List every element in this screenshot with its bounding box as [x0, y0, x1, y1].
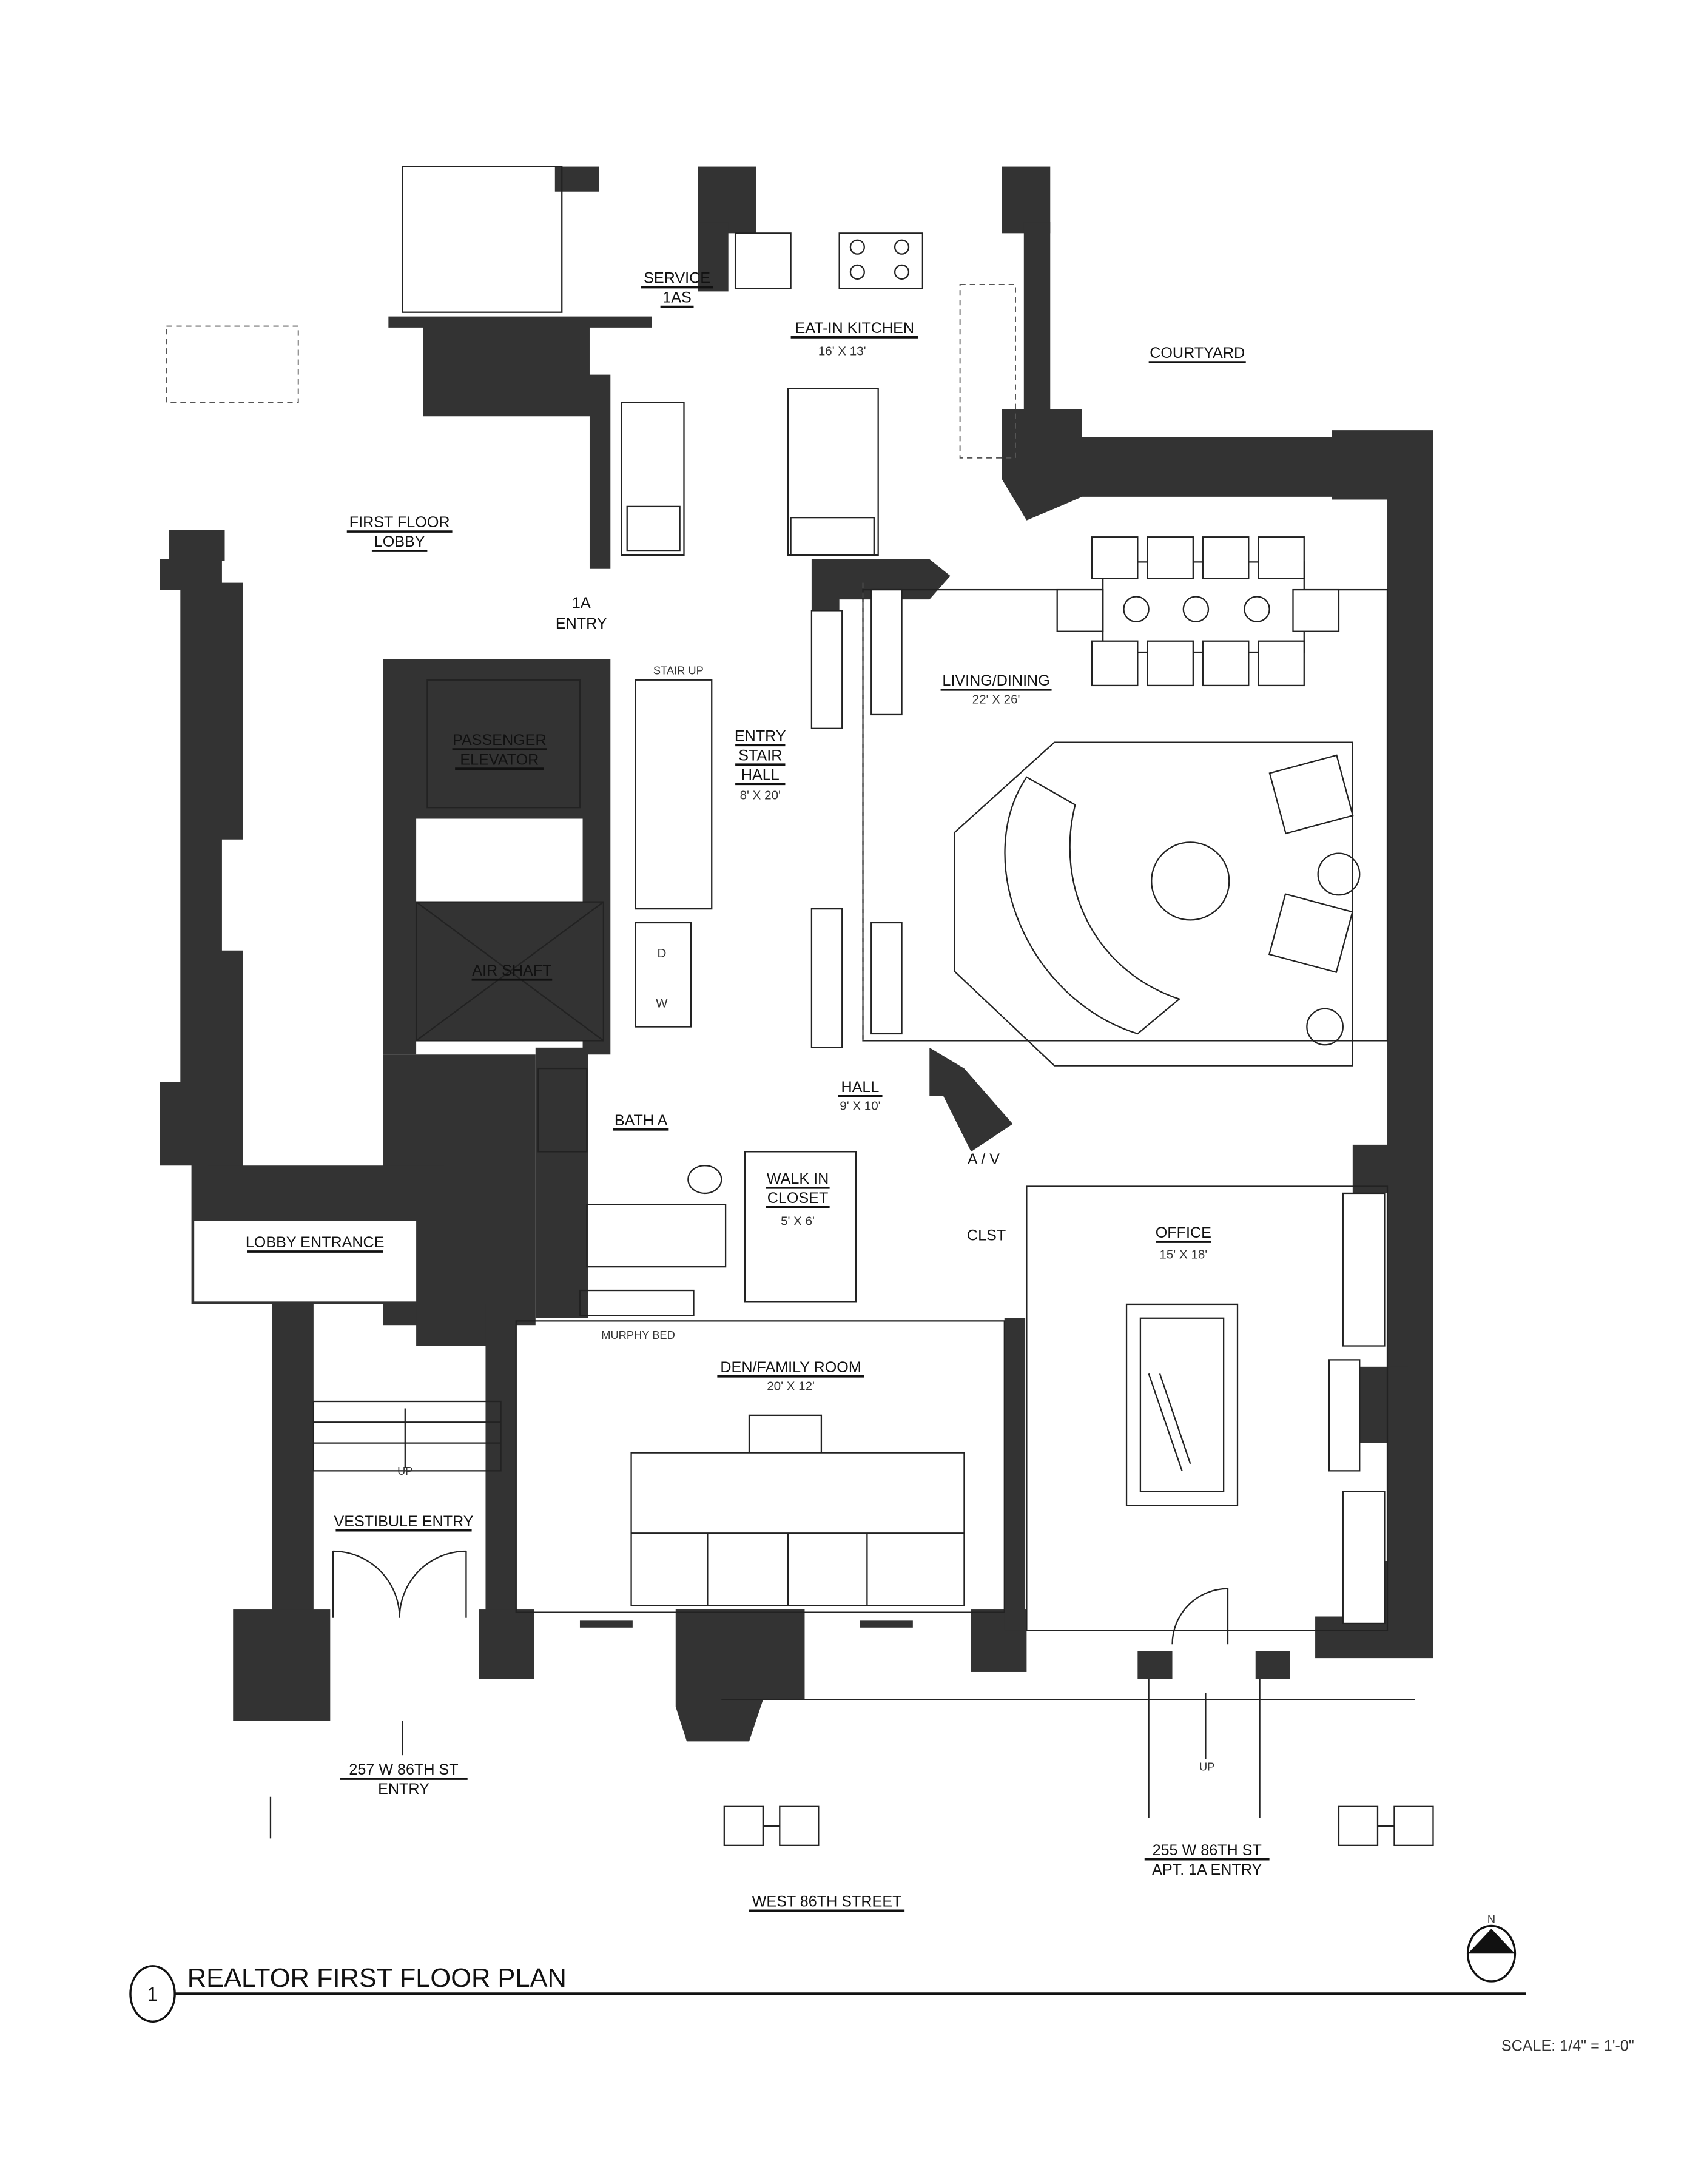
entry-1a-label: 1A	[572, 595, 591, 612]
drawing-number: 1	[147, 1983, 158, 2005]
dryer-label: D	[657, 946, 666, 960]
av-label: A / V	[968, 1151, 1000, 1168]
den-label: DEN/FAMILY ROOM	[720, 1359, 861, 1376]
dining-chairs	[1056, 536, 1340, 687]
entry-255-label-2: APT. 1A ENTRY	[1152, 1861, 1262, 1878]
plan-title: REALTOR FIRST FLOOR PLAN	[187, 1964, 567, 1993]
up-label: UP	[397, 1464, 412, 1477]
office-label: OFFICE	[1156, 1224, 1211, 1241]
stair-hall-label: ENTRY	[735, 727, 786, 744]
up-label-front: UP	[1199, 1760, 1214, 1773]
stair-up-label: STAIR UP	[653, 664, 704, 677]
stair-hall-dim: 8' X 20'	[740, 788, 781, 802]
office-dim: 15' X 18'	[1159, 1247, 1207, 1261]
lobby-entrance-label: LOBBY ENTRANCE	[246, 1234, 385, 1251]
stair-hall-label-2: STAIR	[738, 747, 782, 764]
murphy-bed-label: MURPHY BED	[601, 1329, 675, 1341]
svg-text:N: N	[1487, 1913, 1495, 1926]
title-block: 1 REALTOR FIRST FLOOR PLAN SCALE: 1/4" =…	[129, 1913, 1634, 2054]
bath-label: BATH A	[615, 1112, 668, 1129]
room-labels: SERVICE 1AS EAT-IN KITCHEN 16' X 13' COU…	[194, 270, 1270, 1912]
kitchen-dim: 16' X 13'	[818, 345, 866, 359]
entry-255-label: 255 W 86TH ST	[1153, 1842, 1262, 1859]
elevator-label: PASSENGER	[453, 732, 547, 749]
den-dim: 20' X 12'	[767, 1380, 815, 1394]
closet-label: WALK IN	[767, 1170, 829, 1187]
entry-257-label-2: ENTRY	[378, 1781, 429, 1798]
air-shaft-label: AIR SHAFT	[472, 962, 551, 979]
service-number: 1AS	[662, 289, 692, 306]
interior-lines	[166, 166, 1434, 1846]
entry-1a-label-2: ENTRY	[556, 615, 607, 632]
north-arrow-icon: N	[1466, 1913, 1517, 1983]
scale-label: SCALE: 1/4" = 1'-0"	[1501, 2037, 1634, 2054]
lobby-label-2: LOBBY	[374, 533, 425, 550]
closet-dim: 5' X 6'	[781, 1215, 815, 1228]
washer-label: W	[656, 996, 668, 1010]
hall-label: HALL	[841, 1079, 879, 1096]
service-label: SERVICE	[644, 270, 710, 287]
closet-label-2: CLOSET	[767, 1190, 829, 1207]
elevator-label-2: ELEVATOR	[460, 751, 539, 768]
living-dim: 22' X 26'	[972, 693, 1020, 707]
kitchen-label: EAT-IN KITCHEN	[795, 320, 914, 337]
lobby-label: FIRST FLOOR	[349, 514, 450, 531]
street-label: WEST 86TH STREET	[752, 1893, 902, 1910]
vestibule-label: VESTIBULE ENTRY	[334, 1513, 473, 1530]
hall-dim: 9' X 10'	[840, 1099, 880, 1113]
entry-257-label: 257 W 86TH ST	[349, 1761, 458, 1778]
clst-label: CLST	[967, 1227, 1006, 1244]
stair-hall-label-3: HALL	[741, 766, 780, 783]
courtyard-label: COURTYARD	[1150, 345, 1245, 362]
living-label: LIVING/DINING	[942, 672, 1049, 689]
